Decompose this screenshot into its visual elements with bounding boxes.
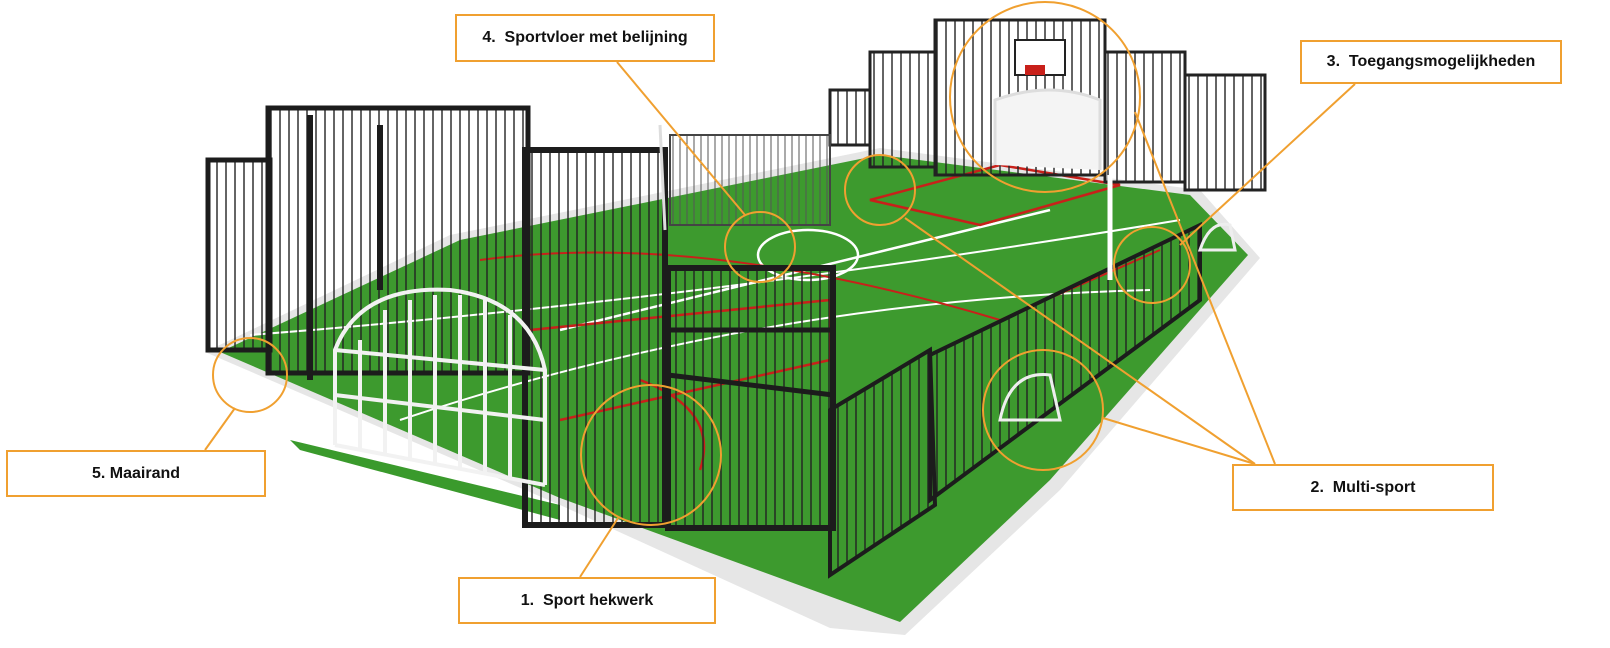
label-maairand: 5. Maairand [6,450,266,497]
callout-circle-floor-center [724,211,796,283]
callout-circle-side-goal [982,349,1104,471]
side-fence [828,221,1202,579]
leader-lines [204,61,1356,578]
label-multi-sport: 2. Multi-sport [1232,464,1494,511]
goal-front [333,287,547,487]
back-fence [669,18,1267,226]
callout-circle-floor-lines [844,154,916,226]
callout-circle-fence [580,384,722,526]
goal-side [998,222,1237,422]
label-sportvloer: 4. Sportvloer met belijning [455,14,715,62]
front-fence [522,147,836,531]
callout-circles [212,1,1191,526]
callout-circle-mow-strip [212,337,288,413]
label-sport-hekwerk: 1. Sport hekwerk [458,577,716,624]
callout-circle-basketball [949,1,1141,193]
callout-circle-access [1113,226,1191,304]
label-toegangsmogelijkheden: 3. Toegangsmogelijkheden [1300,40,1562,84]
